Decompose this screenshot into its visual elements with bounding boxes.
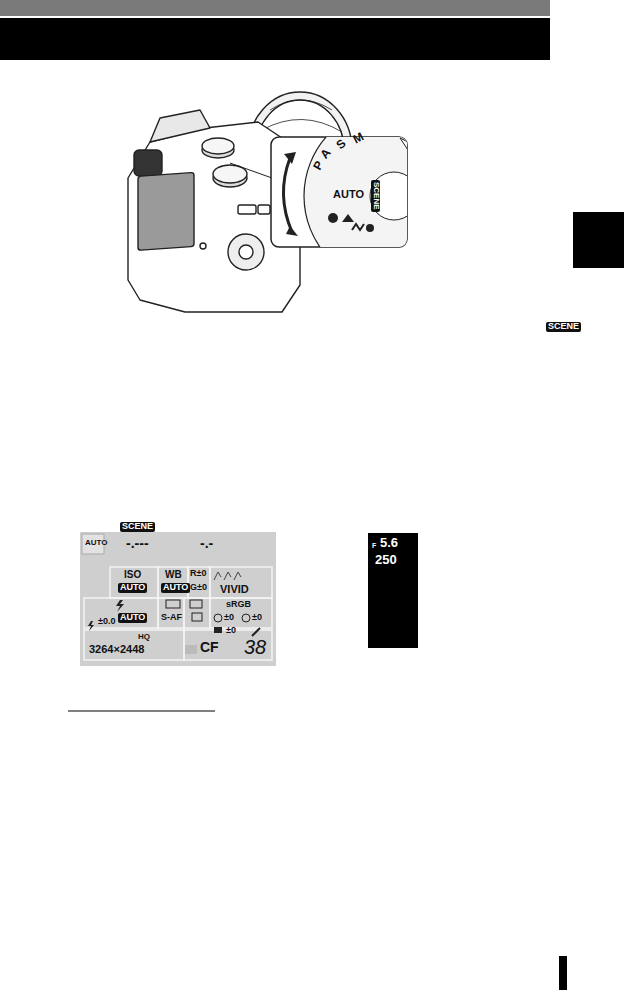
lcd-readout: 3264×2448: [89, 643, 144, 655]
lcd-readout: R±0: [190, 569, 206, 579]
lcd-readout: ±0: [226, 626, 236, 636]
lcd-readout: VIVID: [220, 583, 249, 595]
control-panel: [80, 532, 276, 666]
lcd-mode: AUTO: [85, 539, 108, 548]
lcd-readout: ±0.0: [98, 617, 115, 627]
lcd-readout: AUTO: [161, 583, 190, 593]
lcd-readout: CF: [200, 640, 219, 655]
dial-label: SCENE: [371, 180, 380, 212]
header-bar: [0, 0, 550, 16]
lcd-readout: AUTO: [118, 583, 147, 593]
dial-label: S: [334, 137, 349, 152]
viewfinder-readout: 250: [375, 553, 397, 567]
mode-badge: SCENE: [546, 322, 581, 332]
title-bar: [0, 18, 550, 60]
dial-label: AUTO: [333, 188, 364, 200]
viewfinder-readout: F: [372, 542, 376, 550]
dial-inset: [271, 106, 484, 286]
lcd-readout: -.-: [200, 536, 213, 551]
lcd-readout: ISO: [124, 569, 141, 580]
dial-label: A: [318, 146, 334, 161]
lcd-readout: WB: [165, 569, 182, 580]
lcd-readout: ±0: [224, 613, 234, 623]
lcd-readout: sRGB: [226, 600, 251, 610]
mode-badge: SCENE: [120, 522, 155, 532]
lcd-readout: ±0: [252, 613, 262, 623]
page-marker: [559, 956, 567, 990]
lcd-readout: S-AF: [161, 613, 182, 623]
lcd-readout: -.---: [126, 536, 149, 551]
lcd-readout: G±0: [190, 583, 207, 593]
lcd-readout: HQ: [138, 633, 150, 642]
dial-label: M: [351, 130, 366, 146]
chapter-tab: [573, 212, 624, 268]
lcd-readout: AUTO: [118, 613, 147, 623]
viewfinder-readout: 5.6: [380, 536, 398, 550]
lcd-readout: 38: [244, 636, 266, 658]
dial-label: P: [311, 159, 326, 173]
viewfinder-display: [368, 533, 418, 648]
heading-underline: [68, 711, 215, 712]
